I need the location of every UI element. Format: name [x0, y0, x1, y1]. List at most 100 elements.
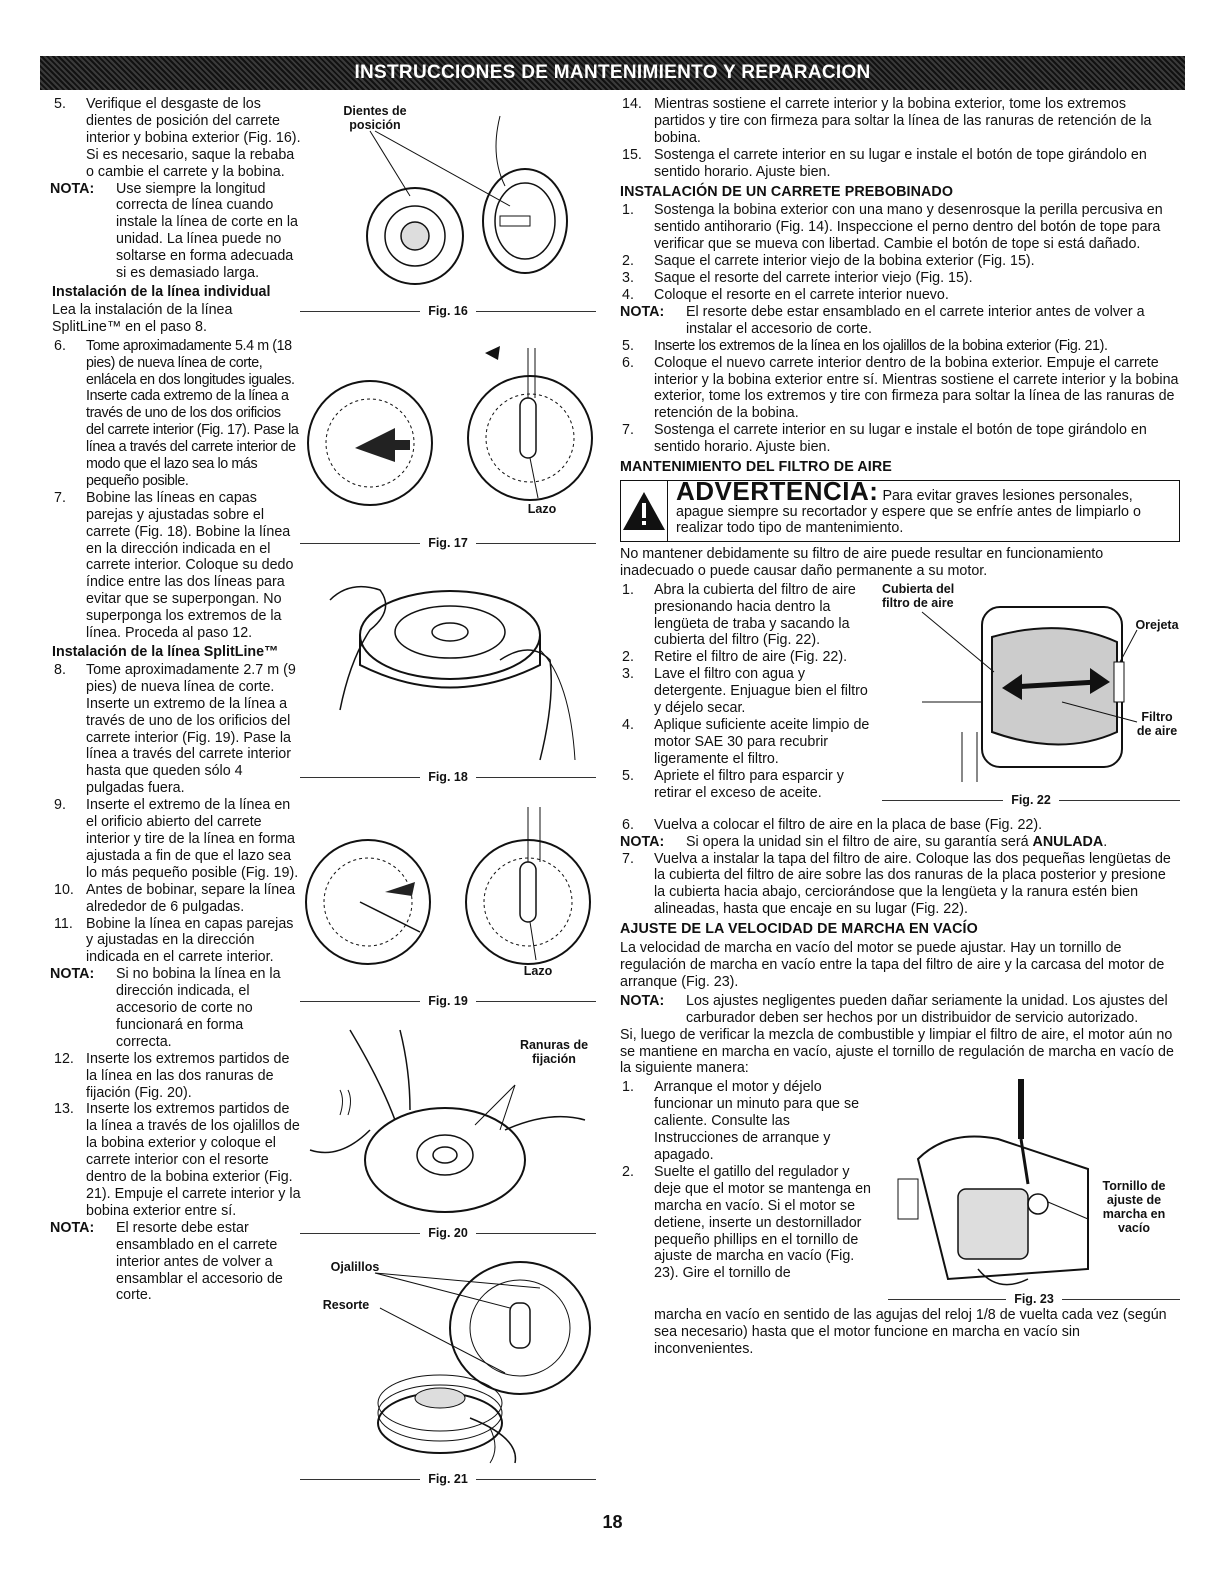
step-text: Arranque el motor y déjelo funcionar un … [654, 1079, 860, 1163]
step-text: Antes de bobinar, separe la línea alrede… [86, 881, 296, 915]
heading-prewound-spool: INSTALACIÓN DE UN CARRETE PREBOBINADO [620, 183, 954, 200]
warning-line-2: apague siempre su recortador y espere qu… [676, 503, 1141, 536]
filter-step-6: 6.Vuelva a colocar el filtro de aire en … [620, 817, 1180, 834]
idle-step-2-continued: marcha en vacío en sentido de las agujas… [654, 1307, 1167, 1358]
step-14: 14. Mientras sostiene el carrete interior… [620, 96, 1180, 147]
step-text: Inserte el extremo de la línea en el ori… [86, 797, 299, 881]
caption-text: Fig. 16 [428, 304, 468, 318]
step-text: Inserte los extremos partidos de la líne… [86, 1050, 290, 1101]
idle-steps-wrap: 1. Arranque el motor y déjelo funcionar u… [620, 1079, 1180, 1311]
step-text: Bobine las líneas en capas parejas y aju… [86, 489, 294, 642]
step-number: 12. [54, 1050, 74, 1067]
step-8: 8.Tome aproximadamente 2.7 m (9 pies) de… [52, 662, 302, 797]
step-text: Retire el filtro de aire (Fig. 22). [654, 649, 848, 666]
air-filter-illustration [921, 605, 1138, 782]
step-number: 6. [54, 337, 66, 354]
step-5: 5.Verifique el desgaste de los dientes d… [52, 96, 302, 181]
page-number: 18 [602, 1512, 623, 1532]
idle-step-2: 2.Suelte el gatillo del regulador y deje… [620, 1164, 875, 1282]
step-text: Vuelva a colocar el filtro de aire en la… [654, 816, 1043, 833]
caption-text: Fig. 18 [428, 770, 468, 784]
note-label: NOTA: [620, 992, 665, 1009]
fig23-caption: Fig. 23 [888, 1291, 1180, 1308]
step-text: Saque el resorte del carrete interior vi… [654, 270, 973, 287]
fig19-label: Lazo [523, 964, 553, 978]
banner-title: INSTRUCCIONES DE MANTENIMIENTO Y REPARAC… [354, 62, 871, 83]
idle-screw-illustration [897, 1079, 1089, 1286]
step-number: 5. [622, 337, 634, 354]
prewound-step-3: 3.Saque el resorte del carrete interior … [620, 270, 1180, 287]
figure-20: Ranuras de fijación Fig. 20 [300, 1020, 596, 1242]
winding-hands-illustration [329, 585, 576, 761]
step-text: Vuelva a instalar la tapa del filtro de … [654, 850, 1171, 918]
prewound-step-5: 5.Inserte los extremos de la línea en lo… [620, 338, 1180, 355]
note-label: NOTA: [50, 966, 95, 983]
step-number: 14. [622, 96, 642, 112]
filter-step-1: 1.Abra la cubierta del filtro de aire pr… [620, 582, 870, 650]
idle-step-1: 1. Arranque el motor y déjelo funcionar u… [620, 1079, 875, 1164]
step-text: Aplique suficiente aceite limpio de moto… [654, 717, 870, 767]
splitline-spool-illustration [305, 807, 591, 965]
step-6: 6.Tome aproximadamente 5.4 m (18 pies) d… [52, 338, 302, 490]
warning-title: ADVERTENCIA: [676, 475, 879, 506]
step-text: Mientras sostiene el carrete interior y … [654, 96, 1152, 146]
step-number: 6. [622, 354, 634, 371]
step-text: Coloque el resorte en el carrete interio… [654, 286, 949, 303]
step-number: 10. [54, 881, 74, 898]
step-number: 1. [622, 1079, 634, 1096]
step-text: Coloque el nuevo carrete interior dentro… [654, 354, 1179, 422]
step-13: 13. Inserte los extremos partidos de la l… [52, 1101, 302, 1219]
note-void-word: ANULADA [1032, 833, 1104, 850]
step-text: Bobine la línea en capas parejas y ajust… [86, 915, 294, 966]
step-number: 4. [622, 286, 634, 303]
step-text: Saque el carrete interior viejo de la bo… [654, 253, 1035, 270]
fig21-caption: Fig. 21 [300, 1472, 596, 1486]
step-number: 4. [622, 717, 634, 733]
note-text: Use siempre la longitud correcta de líne… [116, 180, 299, 282]
step-number: 2. [622, 253, 634, 270]
note-1: NOTA:Use siempre la longitud correcta de… [50, 181, 302, 282]
caption-text: Fig. 19 [428, 994, 468, 1008]
warning-icon [621, 480, 668, 541]
figure-23: Tornillo de ajuste de marcha en vacío Fi… [888, 1079, 1180, 1311]
caption-text: Fig. 22 [1011, 792, 1051, 807]
right-column: 14. Mientras sostiene el carrete interior… [620, 96, 1180, 1360]
lea-paragraph: Lea la instalación de la línea SplitLine… [52, 301, 233, 335]
step-text: Apriete el filtro para esparcir y retira… [654, 767, 844, 801]
fig16-label: Dientes de posición [343, 104, 407, 132]
note-label: NOTA: [50, 1219, 95, 1236]
filter-step-5: 5. Apriete el filtro para esparcir y reti… [620, 768, 870, 802]
note-text-part: . [1103, 833, 1108, 850]
fig22-label-cover: Cubierta del filtro de aire [882, 581, 955, 610]
prewound-step-6: 6. Coloque el nuevo carrete interior dent… [620, 355, 1180, 423]
step-12: 12. Inserte los extremos partidos de la l… [52, 1051, 302, 1102]
step-number: 13. [54, 1101, 74, 1118]
note-label: NOTA: [620, 833, 665, 850]
note-2: NOTA:Si no bobina la línea en la direcci… [50, 966, 302, 1051]
filter-step-7: 7. Vuelva a instalar la tapa del filtro d… [620, 851, 1180, 919]
step-number: 7. [622, 850, 634, 867]
heading-individual-line: Instalación de la línea individual [52, 283, 271, 300]
step-text: Suelte el gatillo del regulador y deje q… [654, 1163, 871, 1282]
filter-step-3: 3.Lave el filtro con agua y detergente. … [620, 666, 870, 717]
heading-idle-speed: AJUSTE DE LA VELOCIDAD DE MARCHA EN VACÍ… [620, 921, 978, 938]
prewound-step-7: 7.Sostenga el carrete interior en su lug… [620, 422, 1180, 456]
idle-paragraph-2: Si, luego de verificar la mezcla de comb… [620, 1026, 1174, 1077]
step-number: 5. [622, 767, 634, 784]
filter-note: NOTA:Si opera la unidad sin el filtro de… [620, 834, 1180, 851]
step-number: 2. [622, 649, 634, 666]
note-text: El resorte debe estar ensamblado en el c… [116, 1219, 283, 1304]
step-text: Abra la cubierta del filtro de aire pres… [654, 581, 856, 649]
prewound-note: NOTA:El resorte debe estar ensamblado en… [620, 304, 1180, 338]
figure-18: Fig. 18 [300, 560, 596, 786]
step-number: 3. [622, 666, 634, 683]
note-3: NOTA: El resorte debe estar ensamblado en… [50, 1220, 302, 1305]
step-text: Sostenga la bobina exterior con una mano… [654, 202, 1163, 253]
fig21-label-eyelets: Ojalillos [330, 1260, 380, 1274]
air-filter-intro: No mantener debidamente su filtro de air… [620, 545, 1104, 579]
step-text: Inserte los extremos partidos de la líne… [86, 1101, 301, 1219]
fig19-caption: Fig. 19 [300, 994, 596, 1008]
step-number: 5. [54, 96, 66, 112]
fig20-label: Ranuras de fijación [519, 1038, 589, 1066]
fig21-label-spring: Resorte [322, 1298, 370, 1312]
